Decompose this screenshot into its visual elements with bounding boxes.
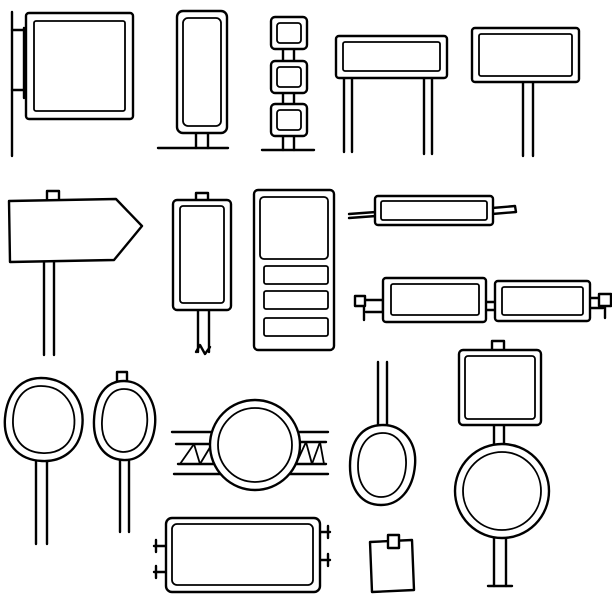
billboard-single-pole-icon [470, 26, 581, 158]
round-sign-with-truss-icon [170, 398, 330, 492]
round-sign-on-pole-icon [3, 376, 84, 546]
wide-panel-sign-icon [152, 516, 332, 594]
stacked-three-panel-sign-icon [260, 15, 316, 152]
double-banner-sign-icon [353, 276, 612, 324]
arrow-direction-sign-icon [7, 189, 144, 357]
horizontal-bar-sign-icon [347, 194, 518, 227]
hanging-note-sign-icon [368, 533, 416, 594]
billboard-two-legs-icon [334, 34, 449, 156]
directory-board-sign-icon [252, 188, 336, 352]
oval-sign-on-pole-icon [92, 370, 157, 534]
tall-rectangular-sign-icon [156, 9, 230, 150]
round-sign-on-top-pole-icon [348, 360, 417, 507]
portrait-sign-on-post-icon [171, 191, 233, 356]
wall-mounted-square-sign-icon [10, 10, 135, 158]
square-and-round-sign-icon [453, 339, 551, 588]
